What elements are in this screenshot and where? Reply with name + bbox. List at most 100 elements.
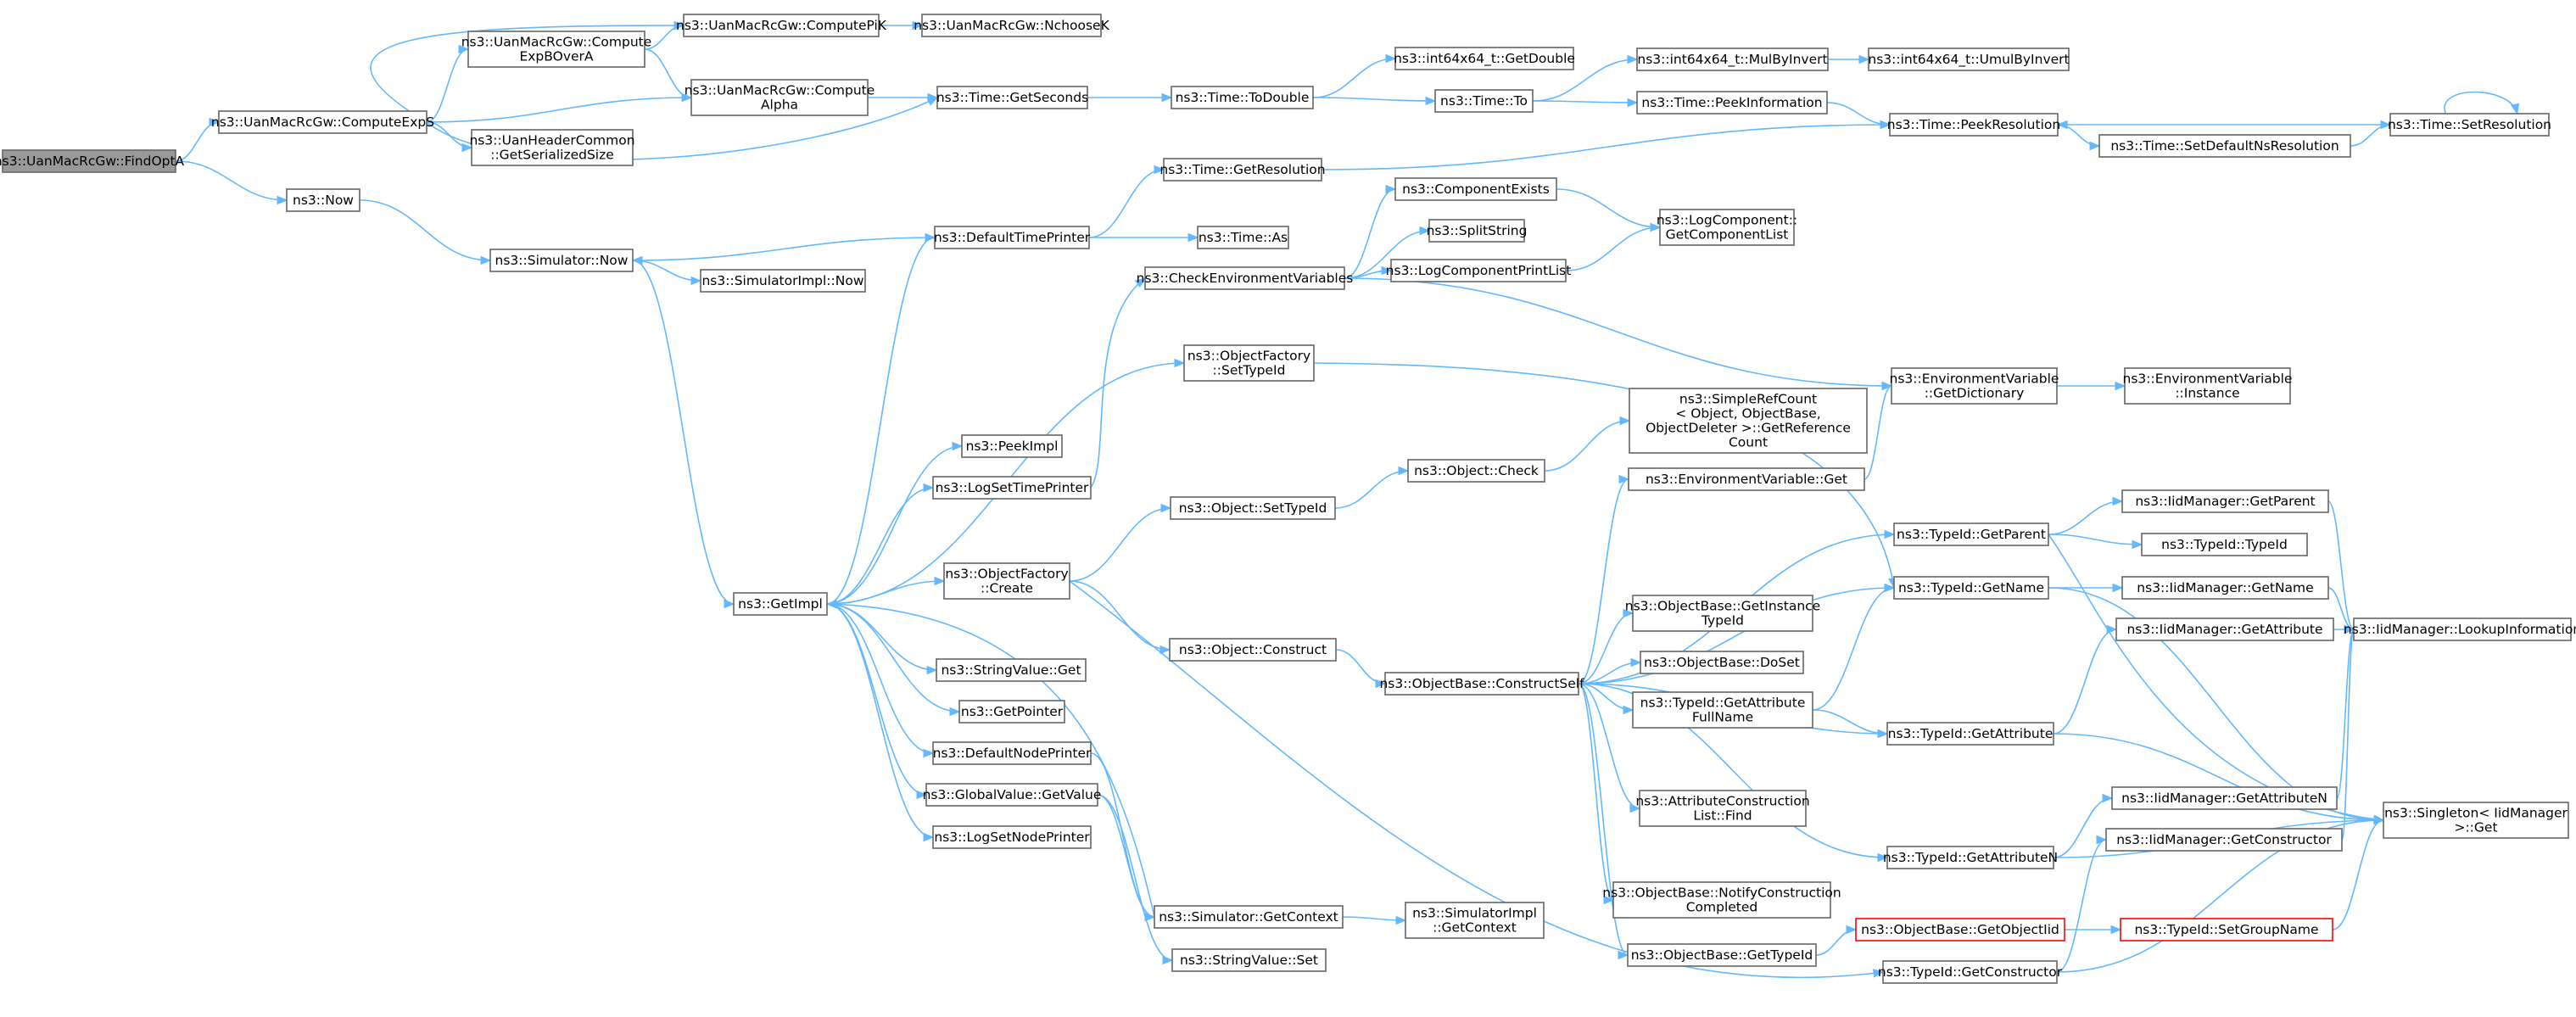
edge-objfactorycreate-to-typeidgetconstructor <box>1069 580 1884 979</box>
node-objfactorysettypeid[interactable]: ns3::ObjectFactory::SetTypeId <box>1183 344 1315 382</box>
node-label: ns3::ObjectBase::GetTypeId <box>1631 947 1813 963</box>
node-label: ns3::TypeId::GetAttribute <box>1640 695 1806 710</box>
node-objectcheck[interactable]: ns3::Object::Check <box>1407 459 1545 483</box>
node-simimplgetcontext[interactable]: ns3::SimulatorImpl::GetContext <box>1405 902 1545 939</box>
node-computepik[interactable]: ns3::UanMacRcGw::ComputePiK <box>676 14 887 37</box>
node-box <box>1170 496 1336 520</box>
node-simulatornow[interactable]: ns3::Simulator::Now <box>489 249 634 272</box>
node-label: ns3::ObjectFactory <box>945 566 1068 581</box>
node-envinstance[interactable]: ns3::EnvironmentVariable::Instance <box>2123 367 2293 405</box>
arrowhead-getresolution-to-peekresolution <box>1880 120 1891 130</box>
node-peekresolution[interactable]: ns3::Time::PeekResolution <box>1887 113 2060 137</box>
node-checkenvvars[interactable]: ns3::CheckEnvironmentVariables <box>1137 266 1354 290</box>
node-iidgetname[interactable]: ns3::IidManager::GetName <box>2121 576 2329 600</box>
node-nchoosek[interactable]: ns3::UanMacRcGw::NchooseK <box>914 14 1110 37</box>
node-objectconstruct[interactable]: ns3::Object::Construct <box>1169 638 1337 662</box>
node-iidgetattribute[interactable]: ns3::IidManager::GetAttribute <box>2115 617 2334 641</box>
node-todouble[interactable]: ns3::Time::ToDouble <box>1171 86 1314 109</box>
node-findopta[interactable]: ns3::UanMacRcGw::FindOptA <box>0 149 185 173</box>
node-now[interactable]: ns3::Now <box>286 188 360 212</box>
node-computeexps[interactable]: ns3::UanMacRcGw::ComputeExpS <box>211 110 434 134</box>
node-typeidtypeid[interactable]: ns3::TypeId::TypeId <box>2141 533 2308 556</box>
node-timeto[interactable]: ns3::Time::To <box>1434 89 1534 113</box>
node-setgroupname[interactable]: ns3::TypeId::SetGroupName <box>2120 918 2333 942</box>
node-label: ns3::SimulatorImpl::Now <box>701 273 863 288</box>
node-globalvaluegetvalue[interactable]: ns3::GlobalValue::GetValue <box>923 783 1102 807</box>
node-stringvalueget[interactable]: ns3::StringValue::Get <box>936 658 1087 682</box>
node-box <box>1394 47 1574 70</box>
node-doset[interactable]: ns3::ObjectBase::DoSet <box>1640 651 1804 674</box>
node-envgetdictionary[interactable]: ns3::EnvironmentVariable::GetDictionary <box>1890 367 2059 405</box>
node-objectbasegettypeid[interactable]: ns3::ObjectBase::GetTypeId <box>1627 943 1817 967</box>
node-box <box>1434 89 1534 113</box>
node-defaultnodeprinter[interactable]: ns3::DefaultNodePrinter <box>932 741 1092 765</box>
node-typeidgetattribute[interactable]: ns3::TypeId::GetAttribute <box>1886 722 2054 746</box>
node-label: ns3::Time::PeekInformation <box>1641 95 1822 110</box>
arrowhead-getimpl-to-peekimpl <box>952 441 964 451</box>
node-stringvalueset[interactable]: ns3::StringValue::Set <box>1171 948 1327 972</box>
edge-getattributefullname-to-typeidgetattribute <box>1812 709 1888 735</box>
node-mulbyinvert[interactable]: ns3::int64x64_t::MulByInvert <box>1636 47 1829 71</box>
arrowhead-getimpl-to-logsetnodeprinter <box>923 832 935 842</box>
node-getobjectiid[interactable]: ns3::ObjectBase::GetObjectIid <box>1855 918 2065 942</box>
node-getresolution[interactable]: ns3::Time::GetResolution <box>1159 158 1326 182</box>
node-envget[interactable]: ns3::EnvironmentVariable::Get <box>1628 467 1865 491</box>
node-logcomponentprintlist[interactable]: ns3::LogComponentPrintList <box>1386 259 1572 282</box>
node-typeidgetname[interactable]: ns3::TypeId::GetName <box>1893 576 2049 600</box>
node-objectsettypeid[interactable]: ns3::Object::SetTypeId <box>1170 496 1336 520</box>
arrowhead-typeidgetconstructor-to-iidgetconstructor <box>2096 835 2108 845</box>
node-typeidgetattributen[interactable]: ns3::TypeId::GetAttributeN <box>1883 846 2058 869</box>
node-box <box>2389 113 2550 137</box>
node-simulatorgetcontext[interactable]: ns3::Simulator::GetContext <box>1154 905 1344 929</box>
node-peekimpl[interactable]: ns3::PeekImpl <box>961 434 1063 458</box>
node-setdefaultnsresolution[interactable]: ns3::Time::SetDefaultNsResolution <box>2098 134 2351 158</box>
edge-globalvaluegetvalue-to-stringvalueset <box>1097 794 1173 961</box>
node-label: ns3::ComponentExists <box>1402 182 1550 197</box>
arrowhead-getattributefullname-to-typeidgetattribute <box>1877 729 1889 739</box>
node-getseconds[interactable]: ns3::Time::GetSeconds <box>936 86 1088 109</box>
node-iidgetparent[interactable]: ns3::IidManager::GetParent <box>2121 489 2329 513</box>
edge-computeexps-to-computepik <box>370 25 685 123</box>
node-getdouble[interactable]: ns3::int64x64_t::GetDouble <box>1394 47 1575 70</box>
node-logsetnodeprinter[interactable]: ns3::LogSetNodePrinter <box>932 825 1092 849</box>
node-constructself[interactable]: ns3::ObjectBase::ConstructSelf <box>1379 672 1584 696</box>
node-simplerefcount[interactable]: ns3::SimpleRefCount< Object, ObjectBase,… <box>1629 388 1868 454</box>
node-timeas[interactable]: ns3::Time::As <box>1197 226 1289 249</box>
arrowhead-typeidgetname-to-iidgetname <box>2112 583 2124 593</box>
node-iidgetattributen[interactable]: ns3::IidManager::GetAttributeN <box>2111 786 2338 810</box>
node-logsettimeprinter[interactable]: ns3::LogSetTimePrinter <box>932 476 1092 500</box>
node-peekinformation[interactable]: ns3::Time::PeekInformation <box>1636 91 1828 115</box>
node-objfactorycreate[interactable]: ns3::ObjectFactory::Create <box>943 562 1070 600</box>
node-setresolution[interactable]: ns3::Time::SetResolution <box>2388 113 2551 137</box>
node-lookupinformation[interactable]: ns3::IidManager::LookupInformation <box>2344 617 2576 641</box>
node-box <box>1394 177 1557 201</box>
node-getserializedsize[interactable]: ns3::UanHeaderCommon::GetSerializedSize <box>469 129 635 166</box>
node-label: ns3::Time::PeekResolution <box>1887 117 2060 132</box>
node-typeidgetparent[interactable]: ns3::TypeId::GetParent <box>1893 522 2049 546</box>
node-iidgetconstructor[interactable]: ns3::IidManager::GetConstructor <box>2105 828 2343 852</box>
node-getimpl[interactable]: ns3::GetImpl <box>733 592 828 616</box>
node-label: ns3::Singleton< IidManager <box>2384 805 2568 820</box>
node-componentexists[interactable]: ns3::ComponentExists <box>1394 177 1557 201</box>
node-defaulttimeprinter[interactable]: ns3::DefaultTimePrinter <box>934 226 1091 249</box>
node-getpointer[interactable]: ns3::GetPointer <box>958 700 1065 724</box>
node-singletonget[interactable]: ns3::Singleton< IidManager>::Get <box>2383 802 2569 839</box>
arrowhead-setresolution-to-setresolution <box>2510 103 2520 115</box>
arrowhead-mulbyinvert-to-umulbyinvert <box>1858 54 1870 64</box>
node-typeidgetconstructor[interactable]: ns3::TypeId::GetConstructor <box>1878 960 2063 984</box>
node-simulatorimplnow[interactable]: ns3::SimulatorImpl::Now <box>700 269 866 293</box>
node-label: ns3::GetPointer <box>961 704 1064 719</box>
node-splitstring[interactable]: ns3::SplitString <box>1427 219 1528 243</box>
node-box <box>1659 209 1795 246</box>
node-getcomponentlist[interactable]: ns3::LogComponent::GetComponentList <box>1657 209 1797 246</box>
node-umulbyinvert[interactable]: ns3::int64x64_t::UmulByInvert <box>1868 47 2070 71</box>
node-notifyconstructioncompleted[interactable]: ns3::ObjectBase::NotifyConstructionCompl… <box>1602 881 1841 919</box>
arrowhead-findopta-to-computeexps <box>209 117 221 127</box>
node-box <box>1428 219 1525 243</box>
node-label: ns3::UanMacRcGw::Compute <box>461 34 652 49</box>
